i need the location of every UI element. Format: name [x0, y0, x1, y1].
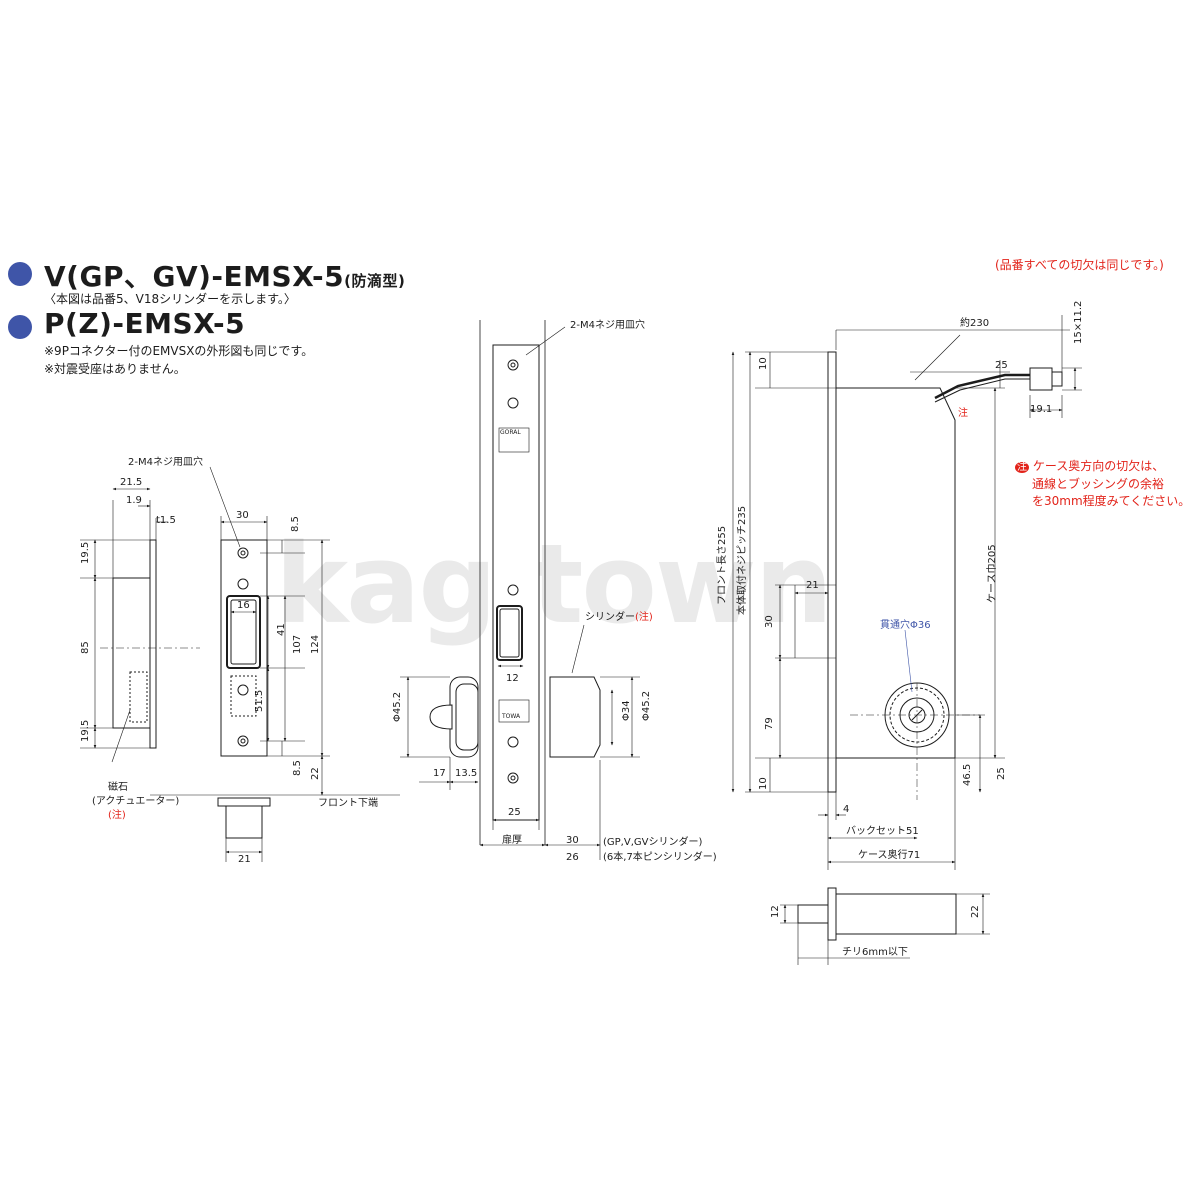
- dim-25-wire: 25: [995, 360, 1008, 371]
- magnet-part: [217, 797, 271, 862]
- brand-top: GORAL: [500, 429, 521, 436]
- chiri-label: チリ6mm以下: [842, 946, 908, 958]
- outer-cylinder: [549, 624, 640, 758]
- model-note-2a: ※9Pコネクター付のEMVSXの外形図も同じです。: [44, 344, 314, 358]
- dim-21-5: 21.5: [120, 477, 142, 488]
- dim-30-side: 30: [764, 615, 775, 628]
- dim-12: 12: [506, 673, 519, 684]
- dim-phi45-2-left: Φ45.2: [392, 692, 403, 722]
- dim-15x11-2: 15×11.2: [1073, 301, 1084, 344]
- dim-13-5: 13.5: [455, 768, 477, 779]
- dim-19-5-bot: 19.5: [80, 720, 91, 742]
- case-depth: ケース奥行71: [858, 848, 920, 861]
- dim-19-1: 19.1: [1030, 404, 1052, 415]
- dim-phi34: Φ34: [621, 700, 632, 721]
- bullet-icon: [8, 315, 32, 339]
- front-screw-label: 2-M4ネジ用皿穴: [570, 318, 645, 331]
- brand-bottom: TOWA: [501, 713, 521, 720]
- dim-22-bolt: 22: [970, 905, 981, 918]
- magnet-note: (注): [108, 808, 126, 821]
- dim-4: 4: [843, 804, 849, 815]
- strike-side-view: [80, 487, 200, 763]
- dim-10-bot: 10: [758, 777, 769, 790]
- dim-phi45-2-right: Φ45.2: [641, 691, 652, 721]
- magnet-label: 磁石: [108, 780, 128, 793]
- dim-8-5-bot: 8.5: [292, 760, 303, 776]
- watermark: kagitown: [275, 520, 833, 648]
- dim-124: 124: [310, 635, 321, 654]
- bullet-icon: [8, 262, 32, 286]
- lock-front-plate: [479, 320, 601, 860]
- dim-107: 107: [292, 635, 303, 654]
- cyl-note-1: (GP,V,GVシリンダー): [603, 835, 702, 848]
- dim-51-5: 51.5: [254, 690, 265, 712]
- bolt-part: [780, 887, 990, 965]
- model-note-1: 〈本図は品番5、V18シリンダーを示します。〉: [44, 292, 296, 306]
- dim-21-side: 21: [806, 580, 819, 591]
- screw-pitch: 本体取付ネジピッチ235: [735, 506, 748, 615]
- dim-19-5-top: 19.5: [80, 542, 91, 564]
- model-note-2b: ※対震受座はありません。: [44, 362, 186, 376]
- cylinder-label: シリンダー(注): [585, 610, 653, 623]
- strike-front-view: [150, 466, 400, 796]
- dim-30: 30: [236, 510, 249, 521]
- model-title-2: P(Z)-EMSX-5: [44, 307, 246, 340]
- note-mark-side: 注: [958, 406, 968, 419]
- dim-79: 79: [764, 717, 775, 730]
- dim-12-bolt: 12: [770, 905, 781, 918]
- dim-46-5: 46.5: [962, 764, 973, 786]
- front-length: フロント長さ255: [716, 526, 728, 605]
- dim-16: 16: [237, 600, 250, 611]
- dim-22: 22: [310, 767, 321, 780]
- thumb-turn: [400, 676, 479, 790]
- through-hole: 貫通穴Φ36: [880, 618, 931, 631]
- magnet-label-2: (アクチュエーター): [92, 795, 179, 807]
- dim-t1-5: t1.5: [156, 515, 176, 526]
- note-mark-icon: 注: [1015, 462, 1029, 473]
- dim-25: 25: [508, 807, 521, 818]
- dim-17: 17: [433, 768, 446, 779]
- dim-25-side: 25: [996, 767, 1007, 780]
- dim-41: 41: [276, 623, 287, 636]
- dim-10-top: 10: [758, 357, 769, 370]
- notch-note: (品番すべての切欠は同じです。): [995, 258, 1164, 272]
- case-width: ケース巾205: [985, 544, 998, 603]
- door-thickness: 扉厚: [502, 833, 522, 846]
- front-bottom-label: フロント下端: [318, 796, 378, 809]
- cyl-note-2: (6本,7本ピンシリンダー): [603, 850, 717, 863]
- dim-26-cyl: 26: [566, 852, 579, 863]
- model-title-1: V(GP、GV)-EMSX-5(防滴型): [44, 260, 406, 293]
- lock-body-side: [731, 315, 1082, 870]
- dim-21: 21: [238, 854, 251, 865]
- side-note: 注 ケース奥方向の切欠は、 通線とブッシングの余裕 を30mm程度みてください。: [1015, 459, 1191, 508]
- strike-screw-label: 2-M4ネジ用皿穴: [128, 455, 203, 468]
- dim-30-cyl: 30: [566, 835, 579, 846]
- dim-85: 85: [80, 641, 91, 654]
- dim-1-9: 1.9: [126, 495, 142, 506]
- dim-approx-230: 約230: [960, 316, 989, 329]
- backset: バックセット51: [846, 825, 919, 837]
- dim-8-5-top: 8.5: [290, 516, 301, 532]
